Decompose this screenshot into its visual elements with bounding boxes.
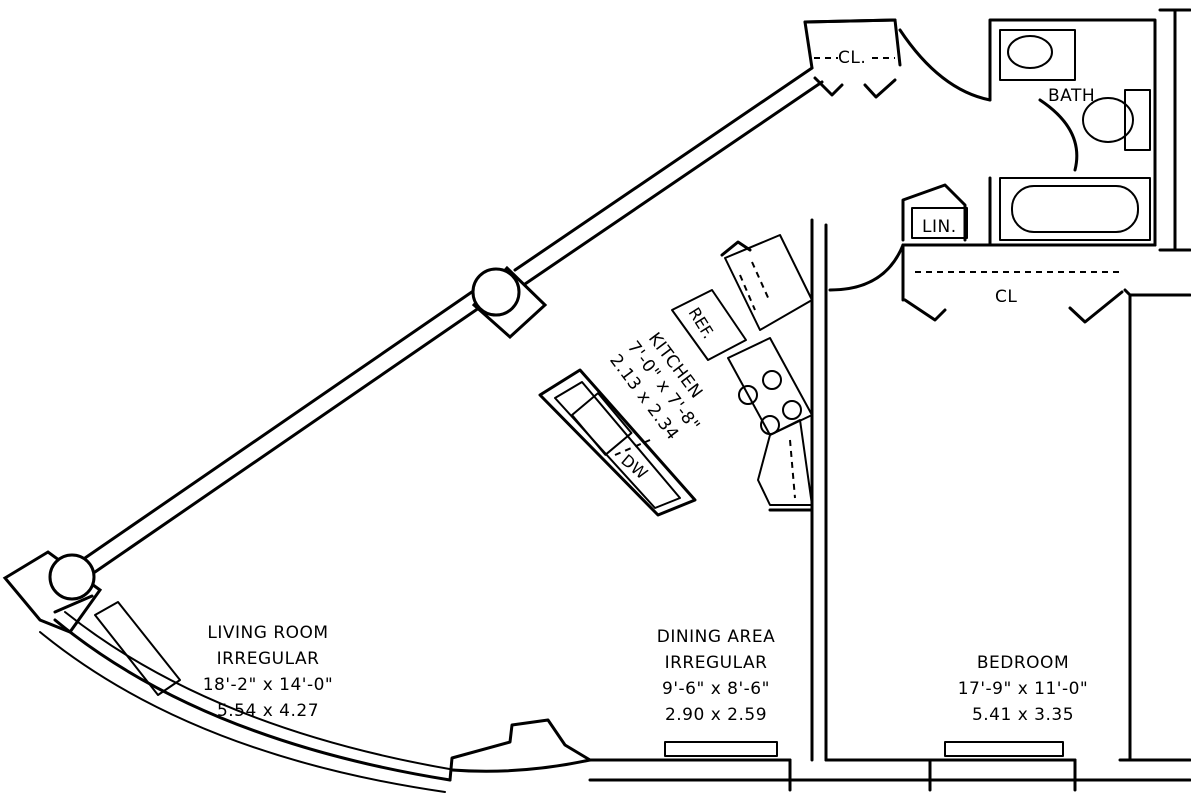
corner-column-west xyxy=(2,550,103,634)
linen-closet: LIN. xyxy=(828,183,968,292)
bath-label: BATH xyxy=(1048,86,1095,106)
bedroom-metric: 5.41 x 3.35 xyxy=(972,705,1074,725)
linen-label: LIN. xyxy=(922,217,957,237)
kitchen-sink xyxy=(571,392,633,456)
bedroom-closet: CL xyxy=(901,243,1157,324)
diagonal-window-wall xyxy=(83,66,824,574)
dining-area-shape: IRREGULAR xyxy=(665,653,768,673)
bedroom-walls xyxy=(788,248,1191,792)
kitchen: REF. DW KITCHEN 7'-0" x 7'-8" 2.13 x 2.3… xyxy=(538,234,813,517)
bedroom-name: BEDROOM xyxy=(977,653,1069,673)
living-room-shape: IRREGULAR xyxy=(217,649,320,669)
dining-area-label: DINING AREA IRREGULAR 9'-6" x 8'-6" 2.90… xyxy=(657,627,775,725)
living-room-name: LIVING ROOM xyxy=(207,623,328,643)
bathtub xyxy=(999,177,1151,241)
ref-label: REF. xyxy=(685,304,719,342)
bedroom-partition xyxy=(768,218,828,762)
curved-window-wall xyxy=(39,601,792,793)
bedroom-imperial: 17'-9" x 11'-0" xyxy=(958,679,1089,699)
dining-area-name: DINING AREA xyxy=(657,627,775,647)
bathroom: BATH xyxy=(988,8,1191,252)
closet-entry-label: CL. xyxy=(838,48,866,68)
toilet-tank xyxy=(1124,89,1151,151)
column-diagonal xyxy=(471,267,521,317)
closet-bedroom-label: CL xyxy=(995,287,1017,307)
radiator-dining xyxy=(664,741,778,757)
dining-area-imperial: 9'-6" x 8'-6" xyxy=(662,679,770,699)
bedroom-label: BEDROOM 17'-9" x 11'-0" 5.41 x 3.35 xyxy=(958,653,1089,725)
toilet-bowl xyxy=(1082,97,1134,143)
entry-closet: CL. xyxy=(803,18,992,102)
living-room-metric: 5.54 x 4.27 xyxy=(217,701,319,721)
sink xyxy=(999,29,1076,81)
radiator-bedroom xyxy=(944,741,1064,757)
living-room-imperial: 18'-2" x 14'-0" xyxy=(203,675,334,695)
living-room-label: LIVING ROOM IRREGULAR 18'-2" x 14'-0" 5.… xyxy=(203,623,334,721)
dining-area-metric: 2.90 x 2.59 xyxy=(665,705,767,725)
